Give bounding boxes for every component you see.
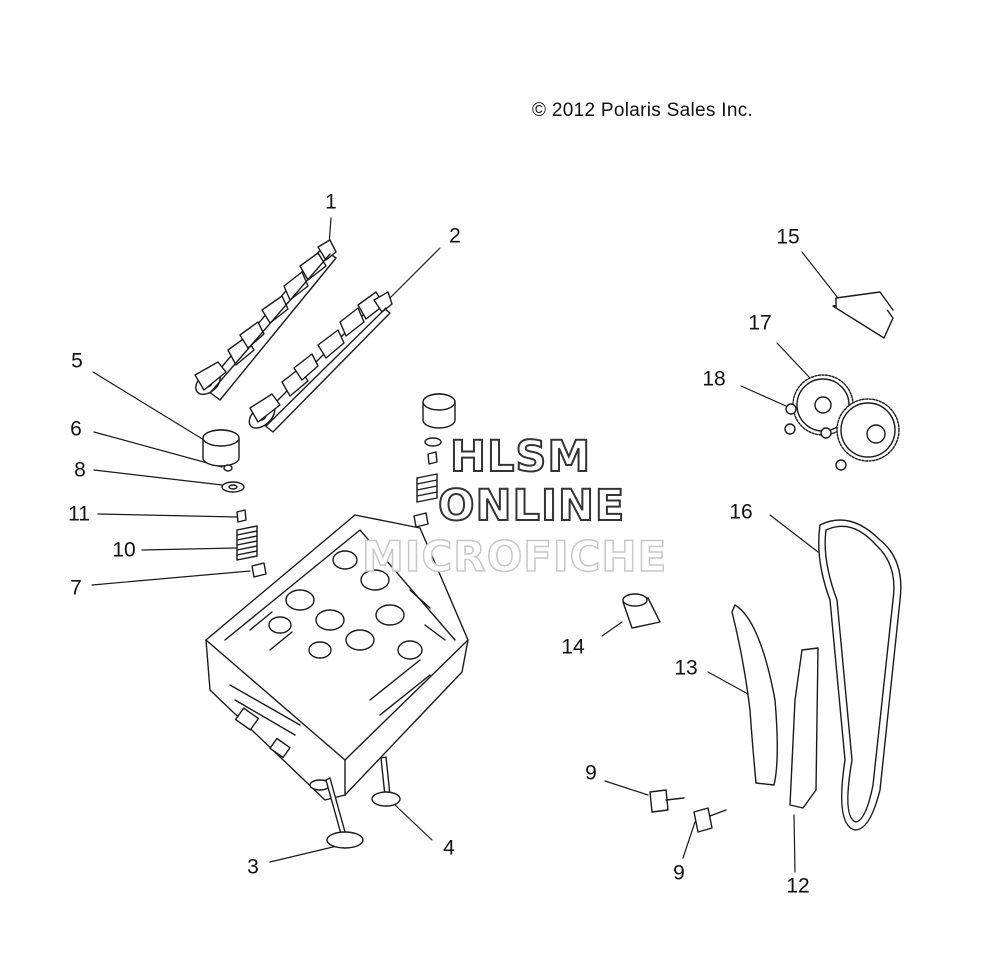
leader-lines [91, 217, 846, 873]
sprocket-bolts [784, 403, 847, 471]
chain-guide-upper [832, 291, 894, 339]
camshaft-intake [194, 239, 337, 401]
callout-18: 18 [702, 367, 726, 391]
leader-5 [92, 371, 205, 441]
watermark-line-1: HLSM [449, 431, 592, 483]
valve-train-left [202, 429, 267, 578]
leader-9b [682, 821, 696, 859]
callout-9-lower: 9 [673, 861, 685, 885]
leader-3 [269, 845, 338, 863]
watermark-line-3: MICROFICHE [361, 531, 668, 582]
guide-bolts [649, 789, 727, 833]
callout-10: 10 [112, 538, 136, 562]
leader-7 [91, 570, 251, 586]
callout-11: 11 [68, 502, 90, 526]
cylinder-head [205, 514, 469, 801]
leader-10 [141, 547, 237, 551]
camshaft-exhaust [248, 291, 393, 433]
leader-6 [93, 431, 223, 468]
callout-7: 7 [70, 576, 82, 600]
cam-sprockets [792, 374, 900, 462]
chain-tensioner [622, 593, 661, 629]
leader-11 [97, 513, 238, 518]
callout-5: 5 [71, 349, 83, 373]
callout-4: 4 [443, 836, 455, 860]
callout-13: 13 [674, 656, 698, 680]
callout-6: 6 [70, 417, 82, 441]
chain-guide-tensioner-side [731, 604, 778, 786]
callout-1: 1 [325, 190, 337, 214]
chain-guide-fixed [789, 647, 819, 809]
callout-8: 8 [74, 458, 86, 482]
valve-intake [325, 777, 364, 849]
leader-12 [793, 814, 796, 873]
leader-8 [93, 469, 223, 486]
leader-4 [394, 804, 433, 841]
leader-16 [769, 514, 819, 553]
valve-exhaust [371, 756, 401, 807]
callout-9-upper: 9 [585, 761, 597, 785]
leader-2 [384, 247, 441, 304]
leader-14 [601, 621, 623, 637]
valve-train-right [413, 393, 456, 528]
leader-17 [776, 342, 811, 379]
leader-13 [707, 671, 749, 695]
timing-chain [818, 519, 902, 831]
callout-16: 16 [729, 500, 753, 524]
callout-14: 14 [561, 635, 585, 659]
callout-2: 2 [449, 224, 461, 248]
callout-3: 3 [247, 855, 259, 879]
watermark-line-2: ONLINE [437, 480, 626, 532]
callout-12: 12 [786, 874, 810, 898]
leader-9a [604, 780, 649, 796]
callout-15: 15 [776, 225, 800, 249]
leader-18 [740, 385, 787, 407]
callout-17: 17 [748, 311, 772, 335]
copyright-notice: © 2012 Polaris Sales Inc. [532, 100, 754, 121]
